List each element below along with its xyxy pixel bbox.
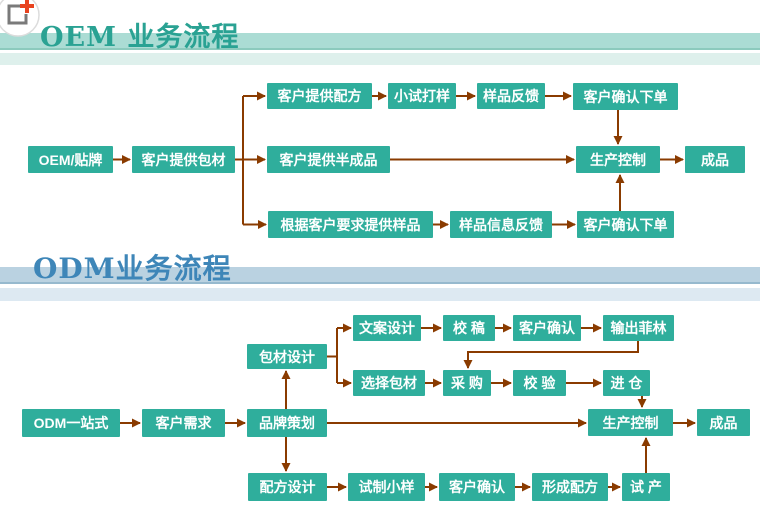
flow-node-customer-confirms-order-bottom: 客户确认下单: [577, 211, 674, 238]
flow-node-customer-confirm-a: 客户确认: [513, 315, 581, 341]
oem-section-title: OEM 业务流程: [40, 22, 240, 53]
flow-node-oem-private-label: OEM/贴牌: [28, 146, 113, 173]
arrow-film-to-purchase: [463, 341, 639, 369]
flow-node-form-formula: 形成配方: [532, 473, 608, 501]
screenshot-expand-icon-graphic: [0, 0, 40, 37]
flow-node-finished-product-odm: 成品: [697, 409, 750, 436]
flow-node-customer-needs: 客户需求: [142, 409, 225, 437]
flow-node-customer-provides-packaging: 客户提供包材: [132, 146, 235, 173]
flow-node-small-trial-sample: 小试打样: [388, 83, 456, 109]
odm-title-band: [0, 267, 760, 284]
flow-node-customer-confirm-b: 客户确认: [439, 473, 515, 501]
flow-node-formula-design: 配方设计: [248, 473, 327, 501]
flow-node-customer-provides-semifinished: 客户提供半成品: [267, 146, 390, 173]
oem-title-band-light: [0, 53, 760, 65]
flow-node-proofreading: 校 稿: [443, 315, 495, 341]
flow-node-customer-provides-formula: 客户提供配方: [267, 83, 372, 109]
flow-node-purchasing: 采 购: [443, 370, 491, 396]
flow-node-production-control-oem: 生产控制: [576, 146, 660, 173]
flow-node-packaging-design: 包材设计: [247, 344, 327, 369]
flow-node-customer-confirms-order-top: 客户确认下单: [573, 83, 678, 110]
flow-node-sample-info-feedback: 样品信息反馈: [450, 211, 552, 238]
oem-title-band: [0, 33, 760, 50]
flow-node-select-packaging: 选择包材: [353, 370, 425, 396]
flow-node-inspection: 校 验: [513, 370, 566, 396]
screenshot-expand-icon[interactable]: [0, 0, 47, 46]
flow-node-trial-small-sample: 试制小样: [348, 473, 425, 501]
odm-title-band-light: [0, 288, 760, 301]
odm-section-title: ODM业务流程: [33, 252, 232, 285]
flow-node-output-film: 输出菲林: [603, 315, 674, 341]
flow-node-copy-design: 文案设计: [353, 315, 421, 341]
flow-node-odm-one-stop: ODM一站式: [22, 409, 120, 437]
flow-node-sample-per-customer-request: 根据客户要求提供样品: [268, 211, 433, 238]
flow-node-trial-production: 试 产: [622, 473, 670, 501]
flow-node-brand-planning: 品牌策划: [247, 409, 327, 437]
flow-node-production-control-odm: 生产控制: [588, 409, 673, 436]
flow-node-finished-product-oem: 成品: [685, 146, 745, 173]
flow-node-warehousing: 进 仓: [603, 370, 650, 396]
flow-node-sample-feedback: 样品反馈: [477, 83, 545, 109]
